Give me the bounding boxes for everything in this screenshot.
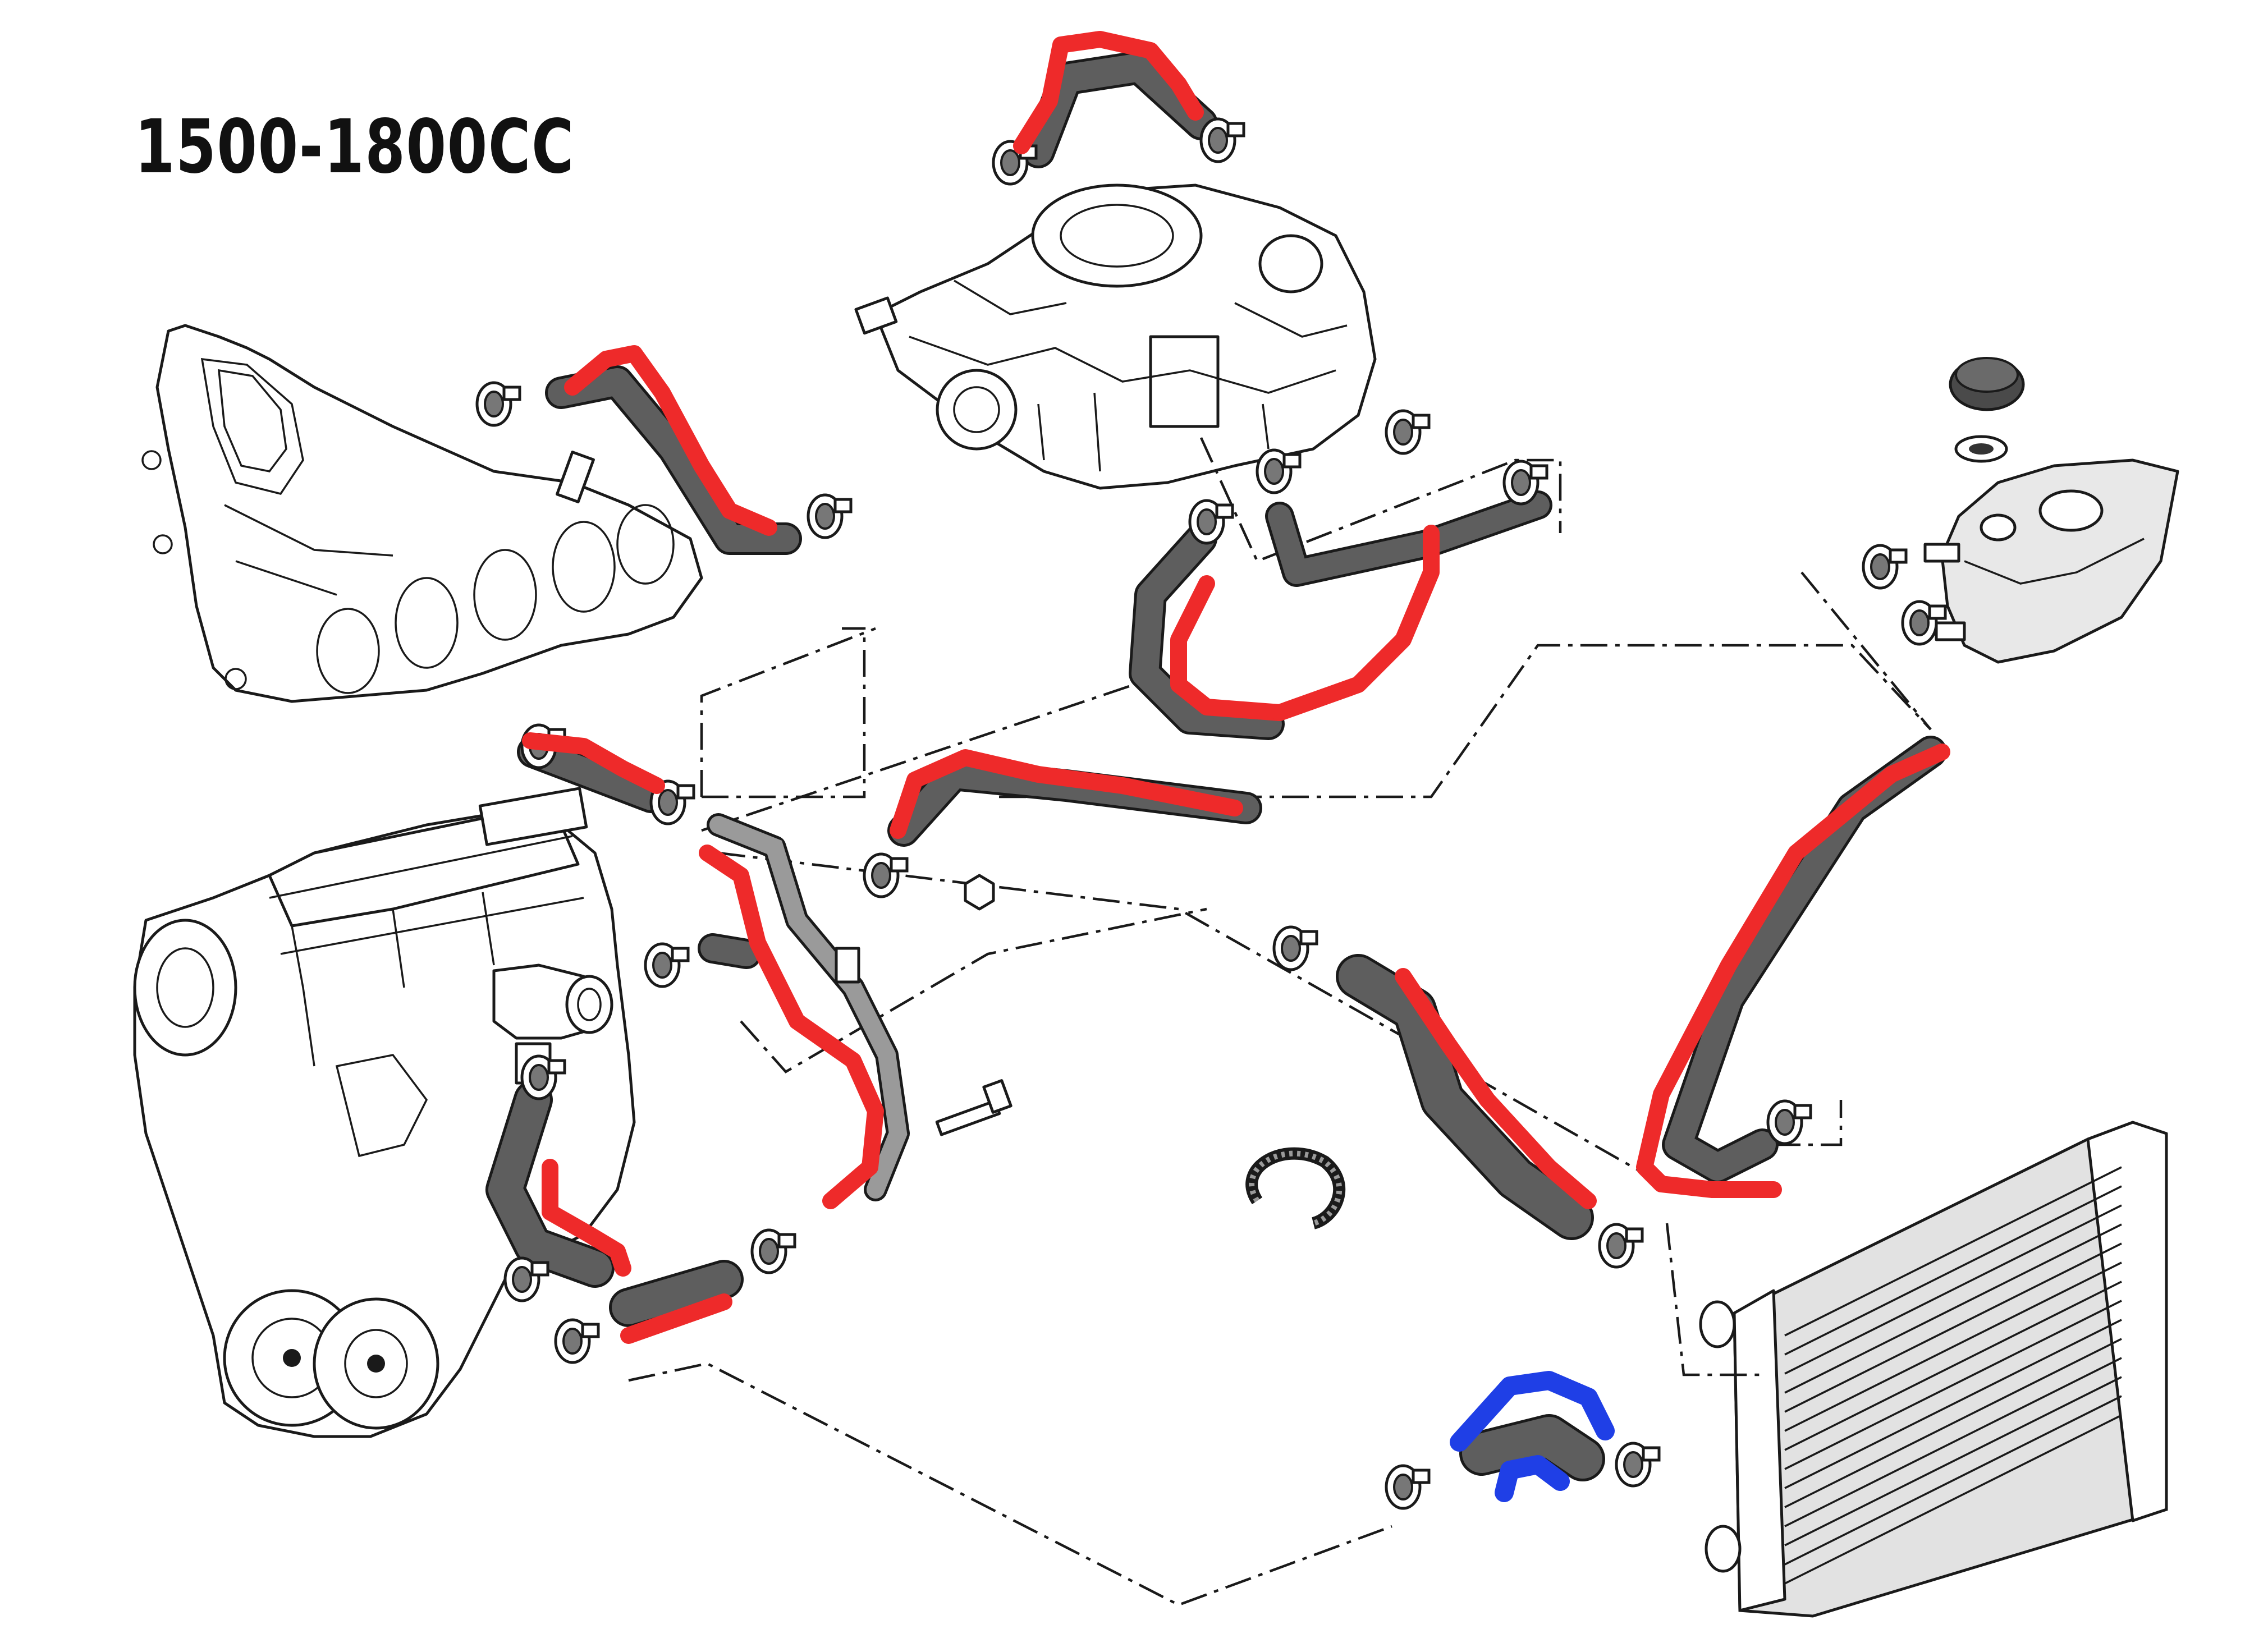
radiator [1699,1121,2168,1618]
engine-size-label: 1500-1800CC [135,104,575,190]
red-mark-carb-top-hose [1013,31,1204,154]
hose-clamp [644,942,690,988]
radiator-fin [1784,1319,2122,1489]
hose-clamp [554,1318,600,1364]
hose-clamp [1272,925,1318,971]
red-highlight-marks [522,31,1950,1344]
radiator-fin [1784,1242,2122,1413]
radiator-fin [1784,1281,2122,1451]
red-mark-expansion-hose [1636,744,1950,1198]
hose-clamp [1385,409,1431,455]
hose-clamp [1502,460,1548,506]
hose-clamp [1615,1442,1661,1488]
hose-clamp [503,1256,549,1302]
radiator-fin [1784,1414,2122,1585]
red-mark-middle-hose [890,749,1243,839]
hose-clamp [863,852,909,898]
hose-clamp [475,381,521,427]
hose-clamp [520,1054,566,1100]
intake-manifold [141,324,703,703]
blue-mark-elbow-inner [1495,1455,1570,1502]
radiator-fin [1784,1166,2122,1337]
red-mark-heater-left [522,732,665,794]
red-mark-lower-bent-hose [542,1159,631,1277]
hose-clamp [1385,1464,1431,1510]
red-mark-manifold-hose [564,345,777,536]
coolant-hoses [485,51,1947,1481]
red-mark-carb-lower-left [1170,575,1288,721]
spring-clip [1245,1147,1346,1229]
hose-clamp [1901,600,1947,646]
radiator-fin [1784,1261,2122,1432]
red-mark-carb-lower-right [1271,525,1440,721]
hose-clamp [1188,499,1234,545]
hose-clamp [750,1228,796,1274]
red-mark-bypass-hose [699,845,884,1209]
hose-clamp [1256,448,1302,494]
radiator-fin [1784,1204,2122,1375]
hose-clamp [1199,117,1245,163]
radiator-fin [1784,1223,2122,1394]
hose-clamp [649,779,695,825]
expansion-tank [1923,458,2179,664]
red-mark-radiator-top-hose [1395,968,1597,1209]
bolt [935,874,1012,1136]
hose-clamp [1766,1099,1812,1145]
radiator-fin [1784,1376,2122,1547]
radiator-fin [1784,1395,2122,1566]
expansion-tank-cap [1949,357,2025,463]
radiator-fin [1784,1357,2122,1527]
metal-bypass-pipe [707,813,910,1201]
radiator-fin [1784,1300,2122,1470]
blue-mark-elbow-outer [1450,1371,1615,1452]
radiator-fin [1784,1338,2122,1508]
hose-clamp [1862,544,1908,590]
hose-clamp [807,493,853,539]
carburettor [854,183,1377,490]
hose-clamp [1598,1223,1644,1269]
radiator-fin [1784,1185,2122,1356]
blue-highlight-marks [1450,1371,1615,1502]
red-mark-lower-short-hose [620,1293,732,1344]
